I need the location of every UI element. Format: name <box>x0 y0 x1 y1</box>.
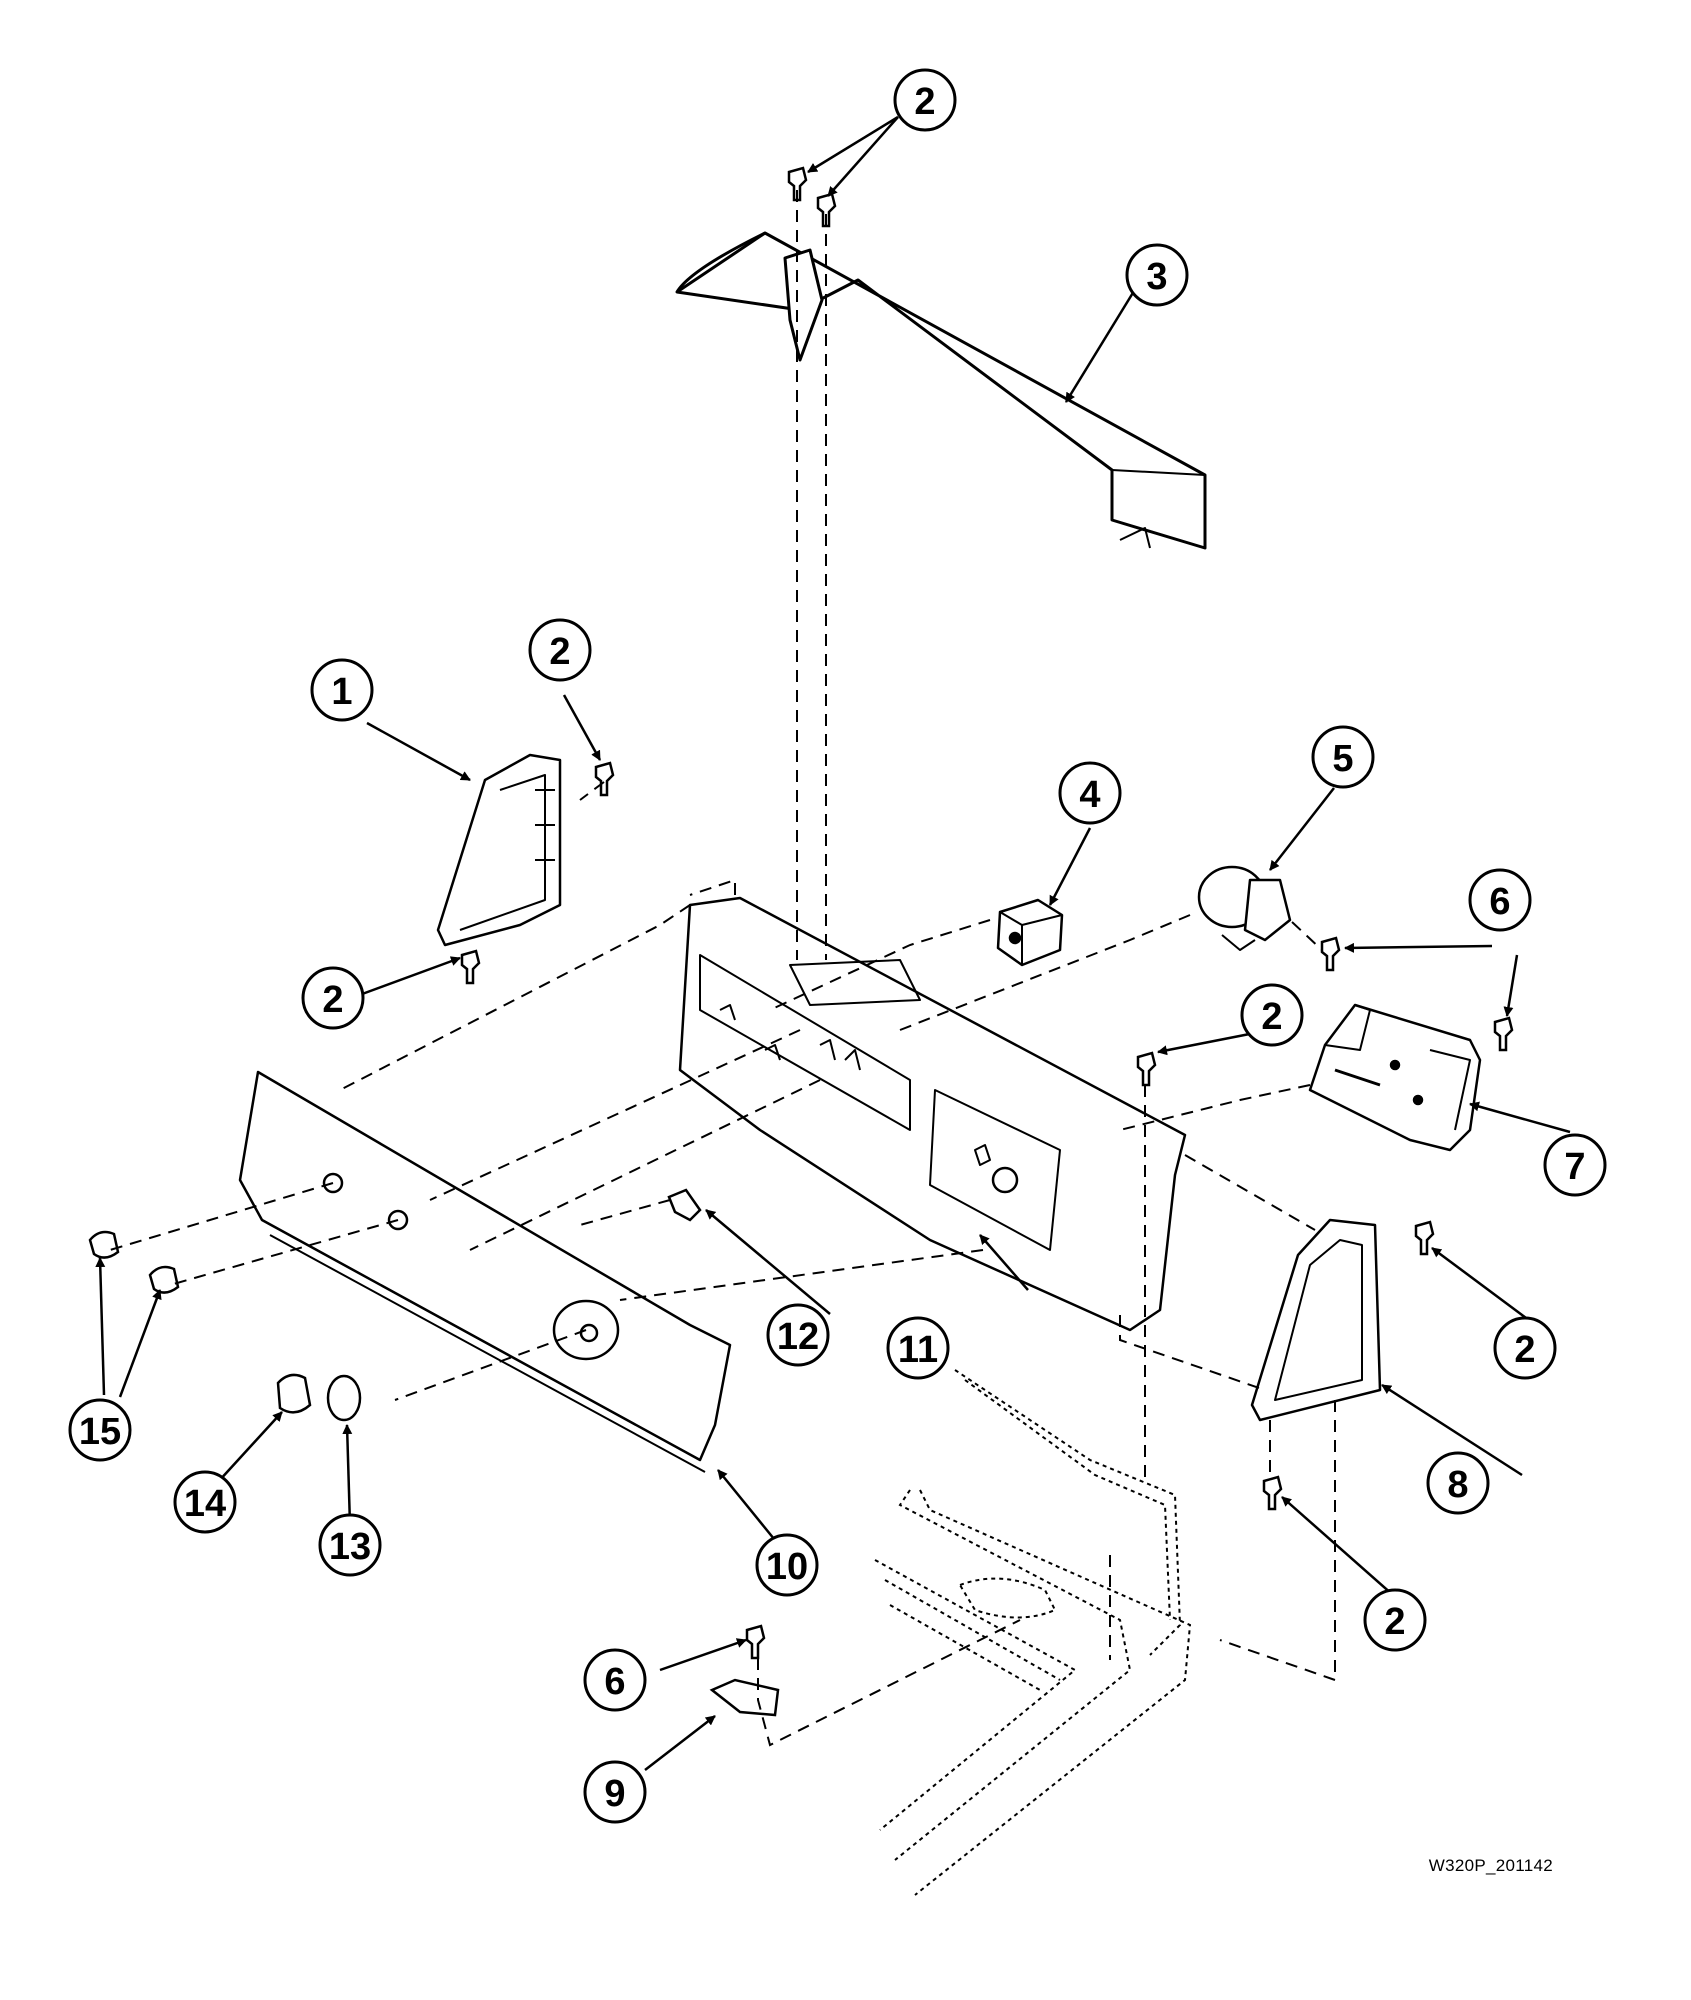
svg-text:4: 4 <box>1079 774 1100 816</box>
screw-console <box>1136 1051 1157 1087</box>
callout-14: 14 <box>173 1470 237 1534</box>
callout-6-right: 6 <box>1468 868 1532 932</box>
svg-text:3: 3 <box>1146 256 1167 298</box>
svg-text:10: 10 <box>766 1546 808 1588</box>
screw-right-upper <box>1414 1220 1435 1256</box>
callout-8: 8 <box>1426 1451 1490 1515</box>
callout-2-top: 2 <box>893 68 957 132</box>
callout-7: 7 <box>1543 1133 1607 1197</box>
svg-text:7: 7 <box>1564 1146 1585 1188</box>
callout-1: 1 <box>310 658 374 722</box>
knob-large <box>276 1373 312 1414</box>
part-left-end-cap <box>436 753 562 947</box>
screw-top-right <box>816 192 837 228</box>
svg-text:6: 6 <box>1489 881 1510 923</box>
svg-text:8: 8 <box>1447 1464 1468 1506</box>
svg-text:12: 12 <box>777 1316 819 1358</box>
callout-11: 11 <box>886 1316 950 1380</box>
clip-console <box>667 1188 702 1222</box>
figure-id: W320P_201142 <box>1428 1856 1553 1875</box>
svg-text:1: 1 <box>331 671 352 713</box>
knob-left-lower <box>148 1265 180 1294</box>
callout-bubbles: 2 3 1 2 2 4 5 6 <box>68 68 1607 1824</box>
screw-top-left <box>787 166 808 202</box>
svg-text:5: 5 <box>1332 738 1353 780</box>
callout-9: 9 <box>583 1760 647 1824</box>
part-timer <box>1308 1003 1482 1152</box>
screw-timer <box>1493 1016 1514 1052</box>
clip-bottom <box>709 1678 780 1717</box>
callout-leaders <box>95 115 1571 1771</box>
svg-text:11: 11 <box>898 1329 938 1371</box>
part-front-control-panel <box>238 1070 732 1473</box>
knob-skirt <box>326 1374 362 1422</box>
callout-2-right-lower: 2 <box>1363 1588 1427 1652</box>
callout-2-left-upper: 2 <box>528 618 592 682</box>
svg-text:2: 2 <box>322 979 343 1021</box>
part-knobs-and-clips <box>88 1188 780 1717</box>
svg-text:9: 9 <box>604 1773 625 1815</box>
svg-text:15: 15 <box>79 1411 121 1453</box>
part-control-console <box>678 896 1187 1332</box>
part-top-trim-cap <box>675 231 1207 550</box>
callout-2-console: 2 <box>1240 983 1304 1047</box>
part-right-end-cap <box>1250 1218 1382 1422</box>
callout-12: 12 <box>766 1303 830 1367</box>
screw-left-upper <box>594 761 615 797</box>
assembly-guide-lines <box>109 190 1336 1747</box>
svg-text:6: 6 <box>604 1661 625 1703</box>
callout-10: 10 <box>755 1533 819 1597</box>
svg-text:2: 2 <box>1384 1601 1405 1643</box>
screw-right-lower <box>1262 1475 1283 1511</box>
callout-4: 4 <box>1058 761 1122 825</box>
svg-text:2: 2 <box>1261 996 1282 1038</box>
callout-2-right-upper: 2 <box>1493 1316 1557 1380</box>
callout-5: 5 <box>1311 725 1375 789</box>
part-pressure-switch <box>1197 865 1292 951</box>
screw-pressure-switch <box>1320 936 1341 972</box>
callout-15: 15 <box>68 1398 132 1462</box>
screw-left-lower <box>460 949 481 985</box>
part-screws <box>460 166 1514 1660</box>
cabinet-outline <box>874 1369 1192 1896</box>
svg-text:2: 2 <box>549 631 570 673</box>
callout-2-left-lower: 2 <box>301 966 365 1030</box>
svg-text:13: 13 <box>329 1526 371 1568</box>
callout-3: 3 <box>1125 243 1189 307</box>
knob-left-upper <box>88 1230 120 1259</box>
callout-6-bottom: 6 <box>583 1648 647 1712</box>
part-selector-switch <box>996 898 1064 967</box>
svg-text:2: 2 <box>1514 1329 1535 1371</box>
screw-bottom <box>745 1624 766 1660</box>
svg-text:2: 2 <box>914 81 935 123</box>
svg-text:14: 14 <box>184 1483 226 1525</box>
callout-13: 13 <box>318 1513 382 1577</box>
